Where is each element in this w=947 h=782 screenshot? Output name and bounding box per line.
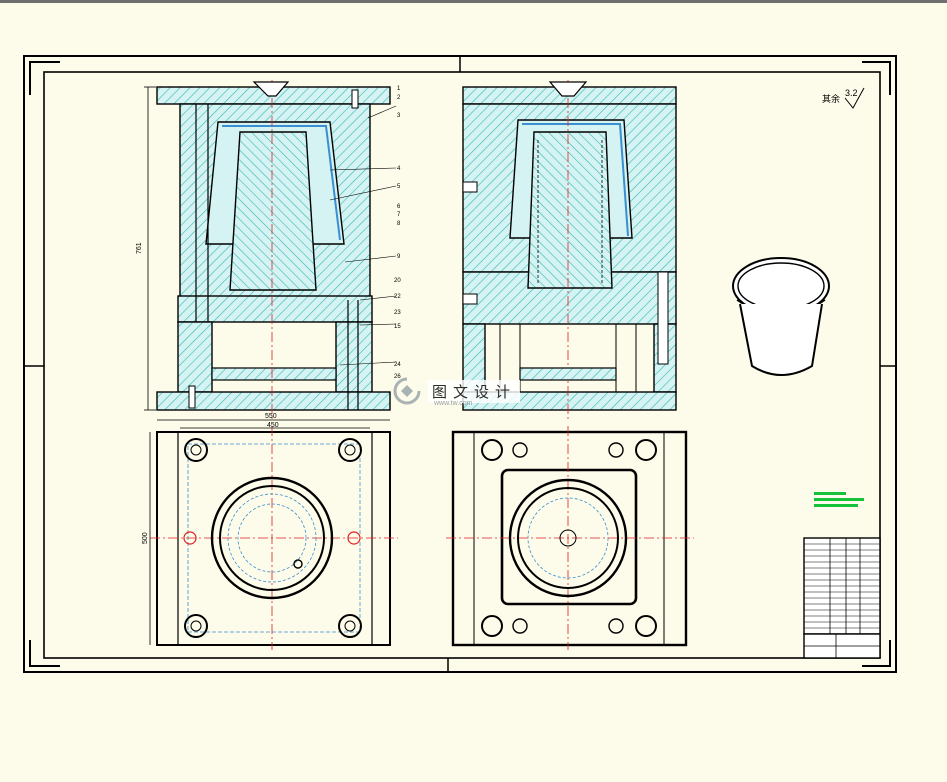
drawing-frame [23, 55, 897, 673]
surface-finish-prefix: 其余 [822, 93, 840, 104]
part-number-2: 2 [397, 95, 401, 101]
part-number-8: 8 [397, 221, 401, 227]
part-number-3: 3 [397, 113, 401, 119]
part-number-24: 24 [394, 362, 401, 368]
right-plan-view [446, 426, 694, 650]
left-plan-view [149, 419, 398, 650]
bom-rows [804, 543, 880, 629]
left-section-view [144, 80, 397, 420]
right-section-view [462, 80, 677, 420]
dim-inner-width: 450 [267, 422, 279, 429]
surface-finish-value: 3.2 [845, 88, 858, 98]
part-number-20: 20 [394, 278, 401, 284]
product-bucket-sketch [732, 257, 830, 376]
watermark-text: 图文设计 [428, 379, 521, 403]
part-number-15: 15 [394, 324, 401, 330]
watermark-url: www.tw.com [434, 400, 473, 407]
part-number-6: 6 [397, 204, 401, 210]
dim-overall-height: 761 [136, 242, 143, 254]
watermark-logo-icon [393, 377, 421, 405]
part-number-23: 23 [394, 310, 401, 316]
technical-notes [814, 492, 864, 507]
dim-plate-depth: 500 [142, 532, 149, 544]
surface-finish-icon [844, 87, 865, 109]
part-number-9: 9 [397, 254, 401, 260]
part-number-5: 5 [397, 184, 401, 190]
watermark: 图文设计 www.tw.com [392, 372, 554, 410]
part-number-1: 1 [397, 86, 401, 92]
part-number-26: 26 [394, 374, 401, 380]
window-top-bar [0, 0, 947, 3]
part-number-22: 22 [394, 294, 401, 300]
part-number-7: 7 [397, 212, 401, 218]
part-number-4: 4 [397, 166, 401, 172]
dim-plate-width: 550 [265, 413, 277, 420]
